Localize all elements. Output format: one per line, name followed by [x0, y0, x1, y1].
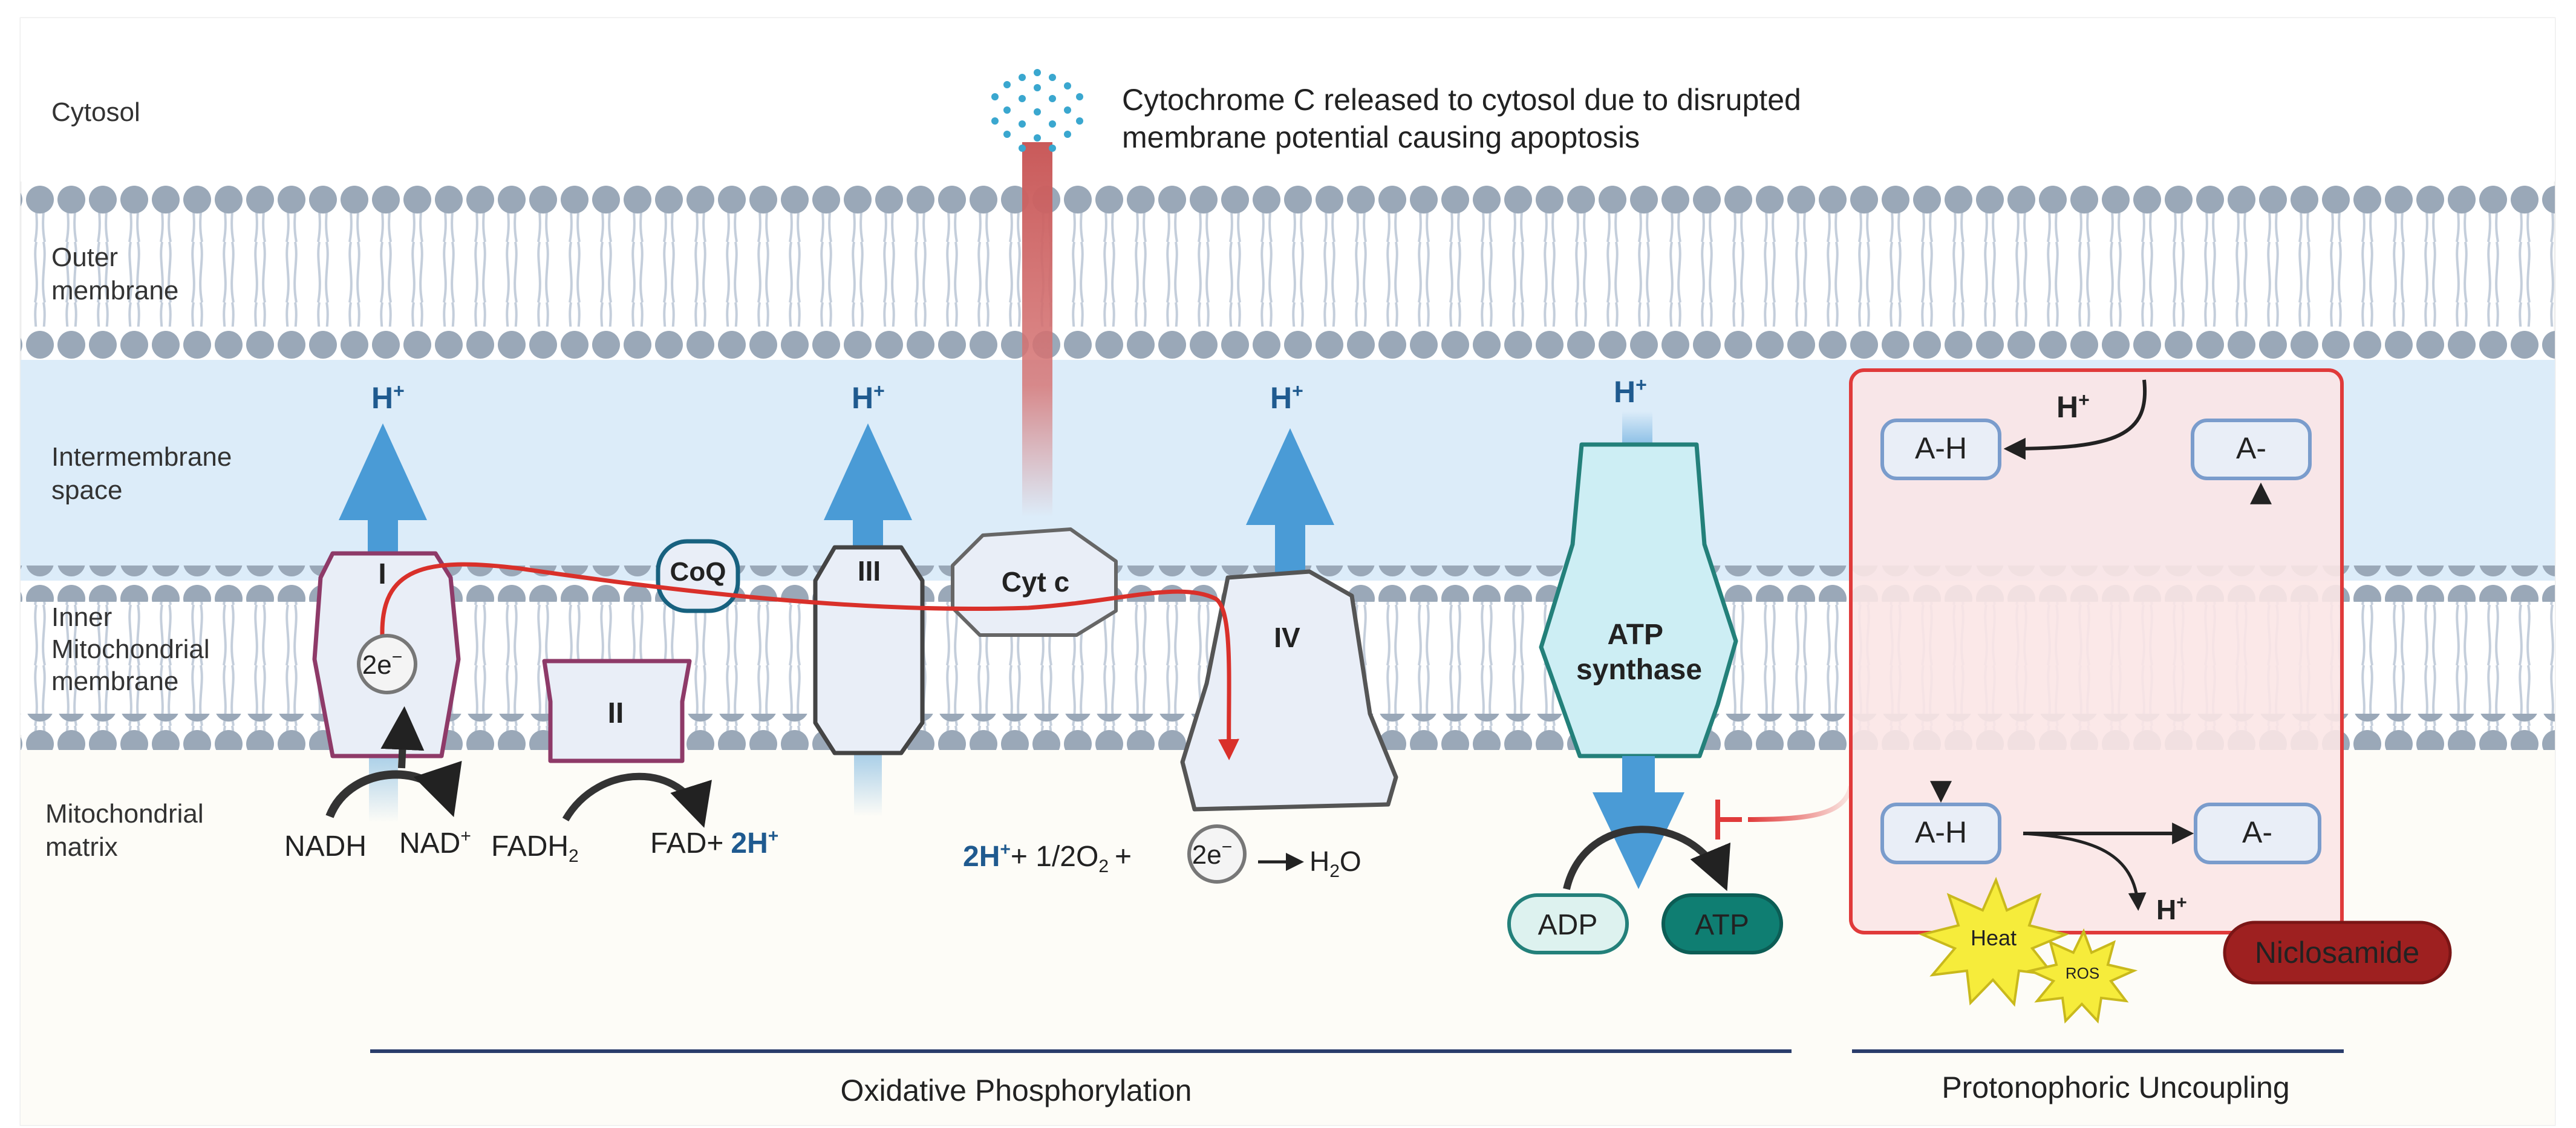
svg-text:2H++ 1/2O2+: 2H++ 1/2O2+ [963, 839, 1132, 876]
complex-iii: III [813, 545, 925, 755]
proton-uptake-arrow-icon [2003, 379, 2147, 460]
water-formation-reaction: 2H++ 1/2O2+ 2e− H2O [963, 824, 1361, 884]
svg-text:H+: H+ [852, 380, 885, 415]
svg-text:ATP: ATP [1695, 909, 1749, 941]
atp-pill: ATP [1661, 893, 1783, 954]
label-cytosol: Cytosol [51, 97, 140, 127]
label-matrix: Mitochondrial matrix [45, 799, 211, 862]
cytochrome-c-particles-icon [991, 69, 1083, 152]
electron-transport-path [380, 562, 1239, 760]
label-inner-membrane: Inner Mitochondrial membrane [51, 602, 217, 696]
outer-membrane [21, 178, 2555, 363]
proton-release-arrow-icon [2023, 832, 2147, 911]
uncoupling-box [1849, 368, 2344, 934]
fad-label: FAD+2H+ [650, 826, 778, 859]
adp-pill: ADP [1507, 893, 1629, 954]
svg-text:Heat: Heat [1971, 925, 2017, 950]
complex-iii-label: III [858, 555, 881, 587]
fadh2-arrow-icon [562, 772, 712, 828]
svg-text:A-H: A-H [1915, 815, 1967, 849]
svg-text:H+: H+ [1270, 380, 1303, 415]
fadh2-label: FADH2 [491, 830, 579, 866]
uncoupling-ah-bottom: A-H [1880, 803, 2001, 864]
svg-text:ADP: ADP [1538, 909, 1598, 941]
uncoupling-proton-top: H+ [2056, 389, 2090, 424]
proton-arrow-complex4: H+ [1246, 380, 1334, 581]
atp-synthase: ATP synthase [1539, 442, 1738, 758]
electron-badge-complex1: 2e− [357, 634, 417, 694]
cyt-c-label: Cyt c [1002, 566, 1069, 598]
ros-burst-icon: ROS [2026, 928, 2138, 1024]
nadh-arrow-icon [325, 760, 462, 818]
atp-synthase-proton-arrow [1593, 756, 1684, 889]
section-oxphos: Oxidative Phosphorylation [841, 1074, 1192, 1107]
complex-iv-label: IV [1274, 622, 1300, 653]
svg-text:H2O: H2O [1309, 846, 1361, 881]
atp-synthase-label: ATP synthase [1576, 619, 1702, 686]
cyt-c: Cyt c [951, 527, 1118, 637]
adp-to-atp-arrow-icon [1563, 826, 1730, 892]
svg-text:Niclosamide: Niclosamide [2255, 936, 2419, 970]
uncoupling-proton-bottom: H+ [2156, 893, 2187, 925]
cytc-release-plume [1022, 142, 1052, 517]
svg-text:H+: H+ [371, 380, 405, 415]
nadh-label: NADH [284, 830, 367, 862]
complex-ii-label: II [608, 697, 624, 729]
coq-label: CoQ [670, 557, 726, 587]
label-intermembrane-space: Intermembrane space [51, 442, 240, 505]
label-outer-membrane: Outer membrane [51, 243, 178, 305]
nadh-to-complex-arrow-icon [380, 706, 425, 769]
svg-text:H+: H+ [1614, 374, 1647, 409]
svg-text:ROS: ROS [2066, 964, 2099, 982]
complex-i-label: I [378, 558, 386, 590]
svg-text:2e−: 2e− [1192, 837, 1232, 870]
svg-text:2e−: 2e− [362, 647, 402, 680]
niclosamide-inhibition-icon [1715, 785, 1853, 839]
heat-burst-icon: Heat [1918, 876, 2070, 1007]
svg-text:A-: A- [2242, 815, 2272, 849]
nad-label: NAD+ [399, 826, 471, 859]
niclosamide-badge: Niclosamide [2223, 921, 2452, 985]
coq: CoQ [656, 539, 740, 613]
uncoupling-ah-top: A-H [1880, 419, 2001, 480]
cytc-release-caption: Cytochrome C released to cytosol due to … [1122, 83, 1810, 154]
section-uncoupling: Protonophoric Uncoupling [1942, 1071, 2289, 1104]
svg-text:A-H: A-H [1915, 431, 1967, 465]
uncoupling-a-top: A- [2191, 419, 2312, 480]
svg-text:A-: A- [2236, 431, 2266, 465]
proton-arrow-complex1: H+ [339, 380, 427, 556]
cytosol-region [21, 18, 2555, 181]
uncoupling-a-bottom: A- [2194, 803, 2321, 864]
complex-ii: II [542, 659, 692, 763]
